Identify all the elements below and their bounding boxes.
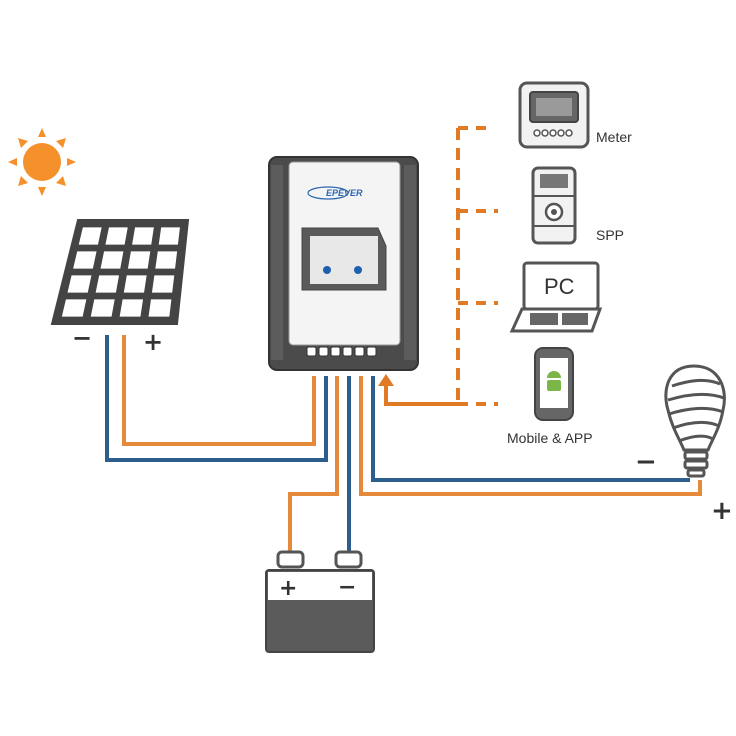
solar-cell xyxy=(127,251,151,269)
solar-panel-cells xyxy=(61,227,180,317)
battery: + − xyxy=(265,550,375,653)
panel-negative-label: − xyxy=(72,324,92,352)
meter-label: Meter xyxy=(596,129,632,145)
solar-cell xyxy=(123,275,147,293)
pc-device: PC PC xyxy=(509,261,603,333)
solar-cell xyxy=(158,227,180,245)
solar-panel: − + xyxy=(50,219,190,356)
charge-controller: EPEVER xyxy=(268,156,419,371)
controller-terminals xyxy=(306,346,377,357)
controller-terminal xyxy=(354,346,365,357)
comm-link-to-controller xyxy=(384,384,458,406)
panel-negative-wire xyxy=(105,335,328,462)
panel-positive-label: + xyxy=(143,328,163,356)
solar-cell xyxy=(95,275,120,293)
meter-screen-inner xyxy=(536,98,572,116)
laptop-keys-right xyxy=(562,313,588,325)
controller-terminal xyxy=(318,346,329,357)
solar-panel-frame xyxy=(50,219,190,325)
indicator-led-1 xyxy=(323,266,331,274)
solar-cell xyxy=(61,299,87,317)
solar-cell xyxy=(155,251,178,269)
solar-cell xyxy=(73,251,97,269)
solar-cell xyxy=(90,299,115,317)
spp-screen xyxy=(540,174,568,188)
controller-display-screen xyxy=(310,236,378,284)
light-bulb-icon: − + xyxy=(635,364,733,526)
panel-positive-wire xyxy=(122,335,316,446)
spp-dial-center xyxy=(551,209,557,215)
solar-cell xyxy=(151,275,175,293)
communication-bus xyxy=(378,126,498,406)
solar-cell xyxy=(100,251,124,269)
android-logo-icon xyxy=(547,371,561,391)
load-negative-label: − xyxy=(635,447,657,477)
solar-cell xyxy=(67,275,92,293)
indicator-led-2 xyxy=(354,266,362,274)
controller-right-fin xyxy=(404,165,416,360)
controller-terminal xyxy=(306,346,317,357)
controller-terminal xyxy=(342,346,353,357)
sun-icon xyxy=(8,128,76,196)
laptop-keys-left xyxy=(530,313,558,325)
controller-logo-swoosh xyxy=(307,186,349,200)
wiring xyxy=(105,335,702,552)
controller-terminal xyxy=(366,346,377,357)
solar-cell xyxy=(148,299,172,317)
load-positive-label: + xyxy=(711,496,733,526)
bulb-base xyxy=(683,450,709,478)
spp-label: SPP xyxy=(596,227,624,243)
controller-terminal xyxy=(330,346,341,357)
battery-positive-terminal xyxy=(276,550,305,569)
laptop-screen-text: PC xyxy=(544,274,575,299)
comm-arrow-icon xyxy=(378,374,394,386)
battery-negative-terminal xyxy=(334,550,363,569)
controller-left-fin xyxy=(271,165,283,360)
bulb-spiral xyxy=(667,378,725,443)
load-positive-wire xyxy=(359,376,702,496)
solar-cell xyxy=(105,227,128,245)
battery-positive-label: + xyxy=(279,576,297,601)
controller-brand-logo: EPEVER xyxy=(326,188,363,198)
meter-device: Meter xyxy=(518,81,632,149)
solar-cell xyxy=(132,227,154,245)
battery-positive-wire xyxy=(288,376,339,552)
spp-device: SPP xyxy=(531,166,624,245)
load-negative-wire xyxy=(371,376,690,482)
battery-negative-label: − xyxy=(338,575,356,600)
solar-cell xyxy=(119,299,144,317)
mobile-device: Mobile & APP xyxy=(507,347,593,446)
mobile-label: Mobile & APP xyxy=(507,430,593,446)
meter-buttons xyxy=(533,129,573,137)
solar-cell xyxy=(78,227,102,245)
battery-top-band xyxy=(268,572,372,600)
